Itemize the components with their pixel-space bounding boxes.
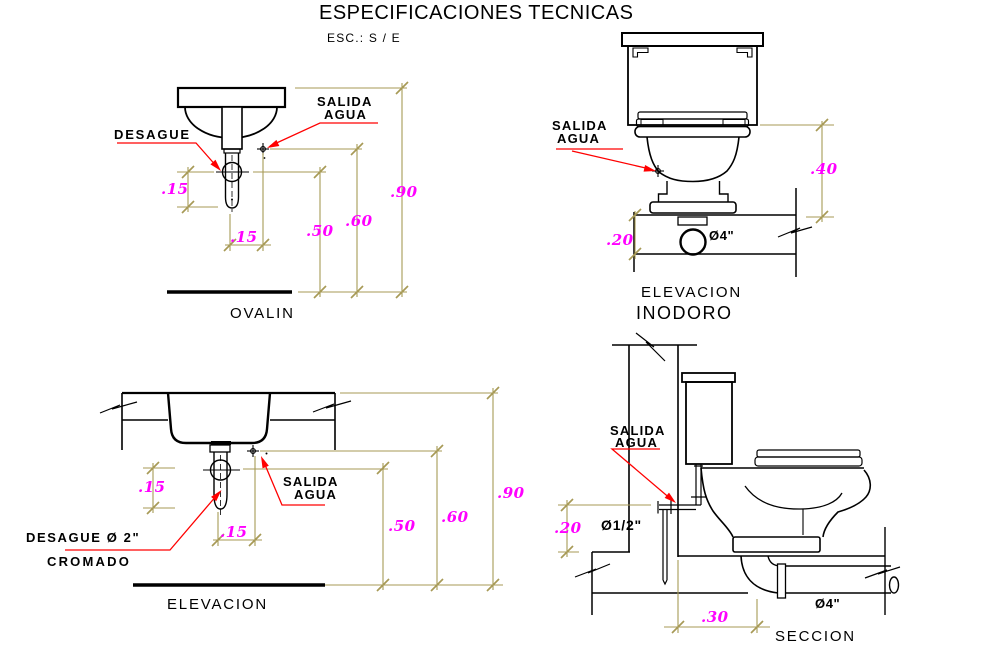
inodoro-section-dim-20: .20 (554, 519, 582, 537)
sheet-title: ESPECIFICACIONES TECNICAS (319, 2, 634, 24)
arrowheads (211, 454, 269, 502)
inodoro-elevation-salida-label: SALIDA (552, 118, 608, 133)
sink-elevation-dim-50: .50 (388, 517, 416, 535)
scale-label: ESC.: S / E (327, 31, 401, 45)
inodoro-section-linework (574, 332, 901, 615)
inodoro-section-leader-arrows (610, 448, 679, 506)
sink-elevation-cromado-label: CROMADO (47, 554, 132, 569)
inodoro-elevation-linework (621, 32, 813, 277)
inodoro-section-agua-label: AGUA (615, 435, 659, 450)
inodoro-title: INODORO (636, 303, 733, 323)
sink-elevation-leader-arrows (65, 454, 325, 551)
inodoro-elevation-dim-40: .40 (810, 160, 838, 178)
inodoro-section-title: SECCION (775, 628, 856, 645)
ovalin-desague-label: DESAGUE (114, 127, 191, 142)
sink-elevation-dim-15-vertical: .15 (138, 478, 166, 496)
inodoro-elevation-title: ELEVACION (641, 284, 742, 301)
arrowheads (210, 139, 280, 174)
sink-elevation-linework (99, 391, 352, 587)
inodoro-section-drain-diameter-label: Ø4" (815, 596, 841, 611)
sink-elevation-desague-label: DESAGUE Ø 2" (26, 530, 141, 545)
inodoro-section-dim-30: .30 (701, 608, 729, 626)
ovalin-dim-15-vertical: .15 (161, 180, 189, 198)
ovalin-agua-label: AGUA (324, 107, 368, 122)
water-outlet-point-icon (256, 142, 270, 159)
inodoro-elevation-dim-20: .20 (606, 231, 634, 249)
sink-elevation-agua-label: AGUA (294, 487, 338, 502)
inodoro-elevation-leader-arrows (556, 148, 657, 175)
water-supply-pipe (657, 464, 706, 586)
ovalin-dim-50: .50 (306, 222, 334, 240)
sink-elevation-salida-label: SALIDA (283, 474, 339, 489)
inodoro-section-salida-label: SALIDA (610, 423, 666, 438)
ovalin-leader-arrows (117, 122, 378, 174)
dimension-ticks (181, 81, 409, 299)
inodoro-elevation-dimension-lines (628, 118, 834, 261)
sink-elevation-dim-90: .90 (497, 484, 525, 502)
ovalin-dimension-lines (177, 81, 409, 299)
inodoro-elevation-drain-diameter-label: Ø4" (709, 228, 735, 243)
ovalin-fixture-linework (167, 86, 292, 294)
ovalin-title: OVALIN (230, 305, 295, 322)
ovalin-dim-90: .90 (390, 183, 418, 201)
sink-elevation-title: ELEVACION (167, 596, 268, 613)
water-outlet-point-icon (246, 444, 268, 458)
inodoro-section-dimension-lines (558, 498, 770, 634)
sink-elevation-dim-60: .60 (441, 508, 469, 526)
sink-elevation-dim-15-horizontal: .15 (220, 523, 248, 541)
ovalin-salida-label: SALIDA (317, 94, 373, 109)
ovalin-dim-60: .60 (345, 212, 373, 230)
inodoro-section-supply-diameter-label: Ø1/2" (601, 517, 642, 533)
ovalin-dim-15-horizontal: .15 (230, 228, 258, 246)
inodoro-elevation-agua-label: AGUA (557, 131, 601, 146)
